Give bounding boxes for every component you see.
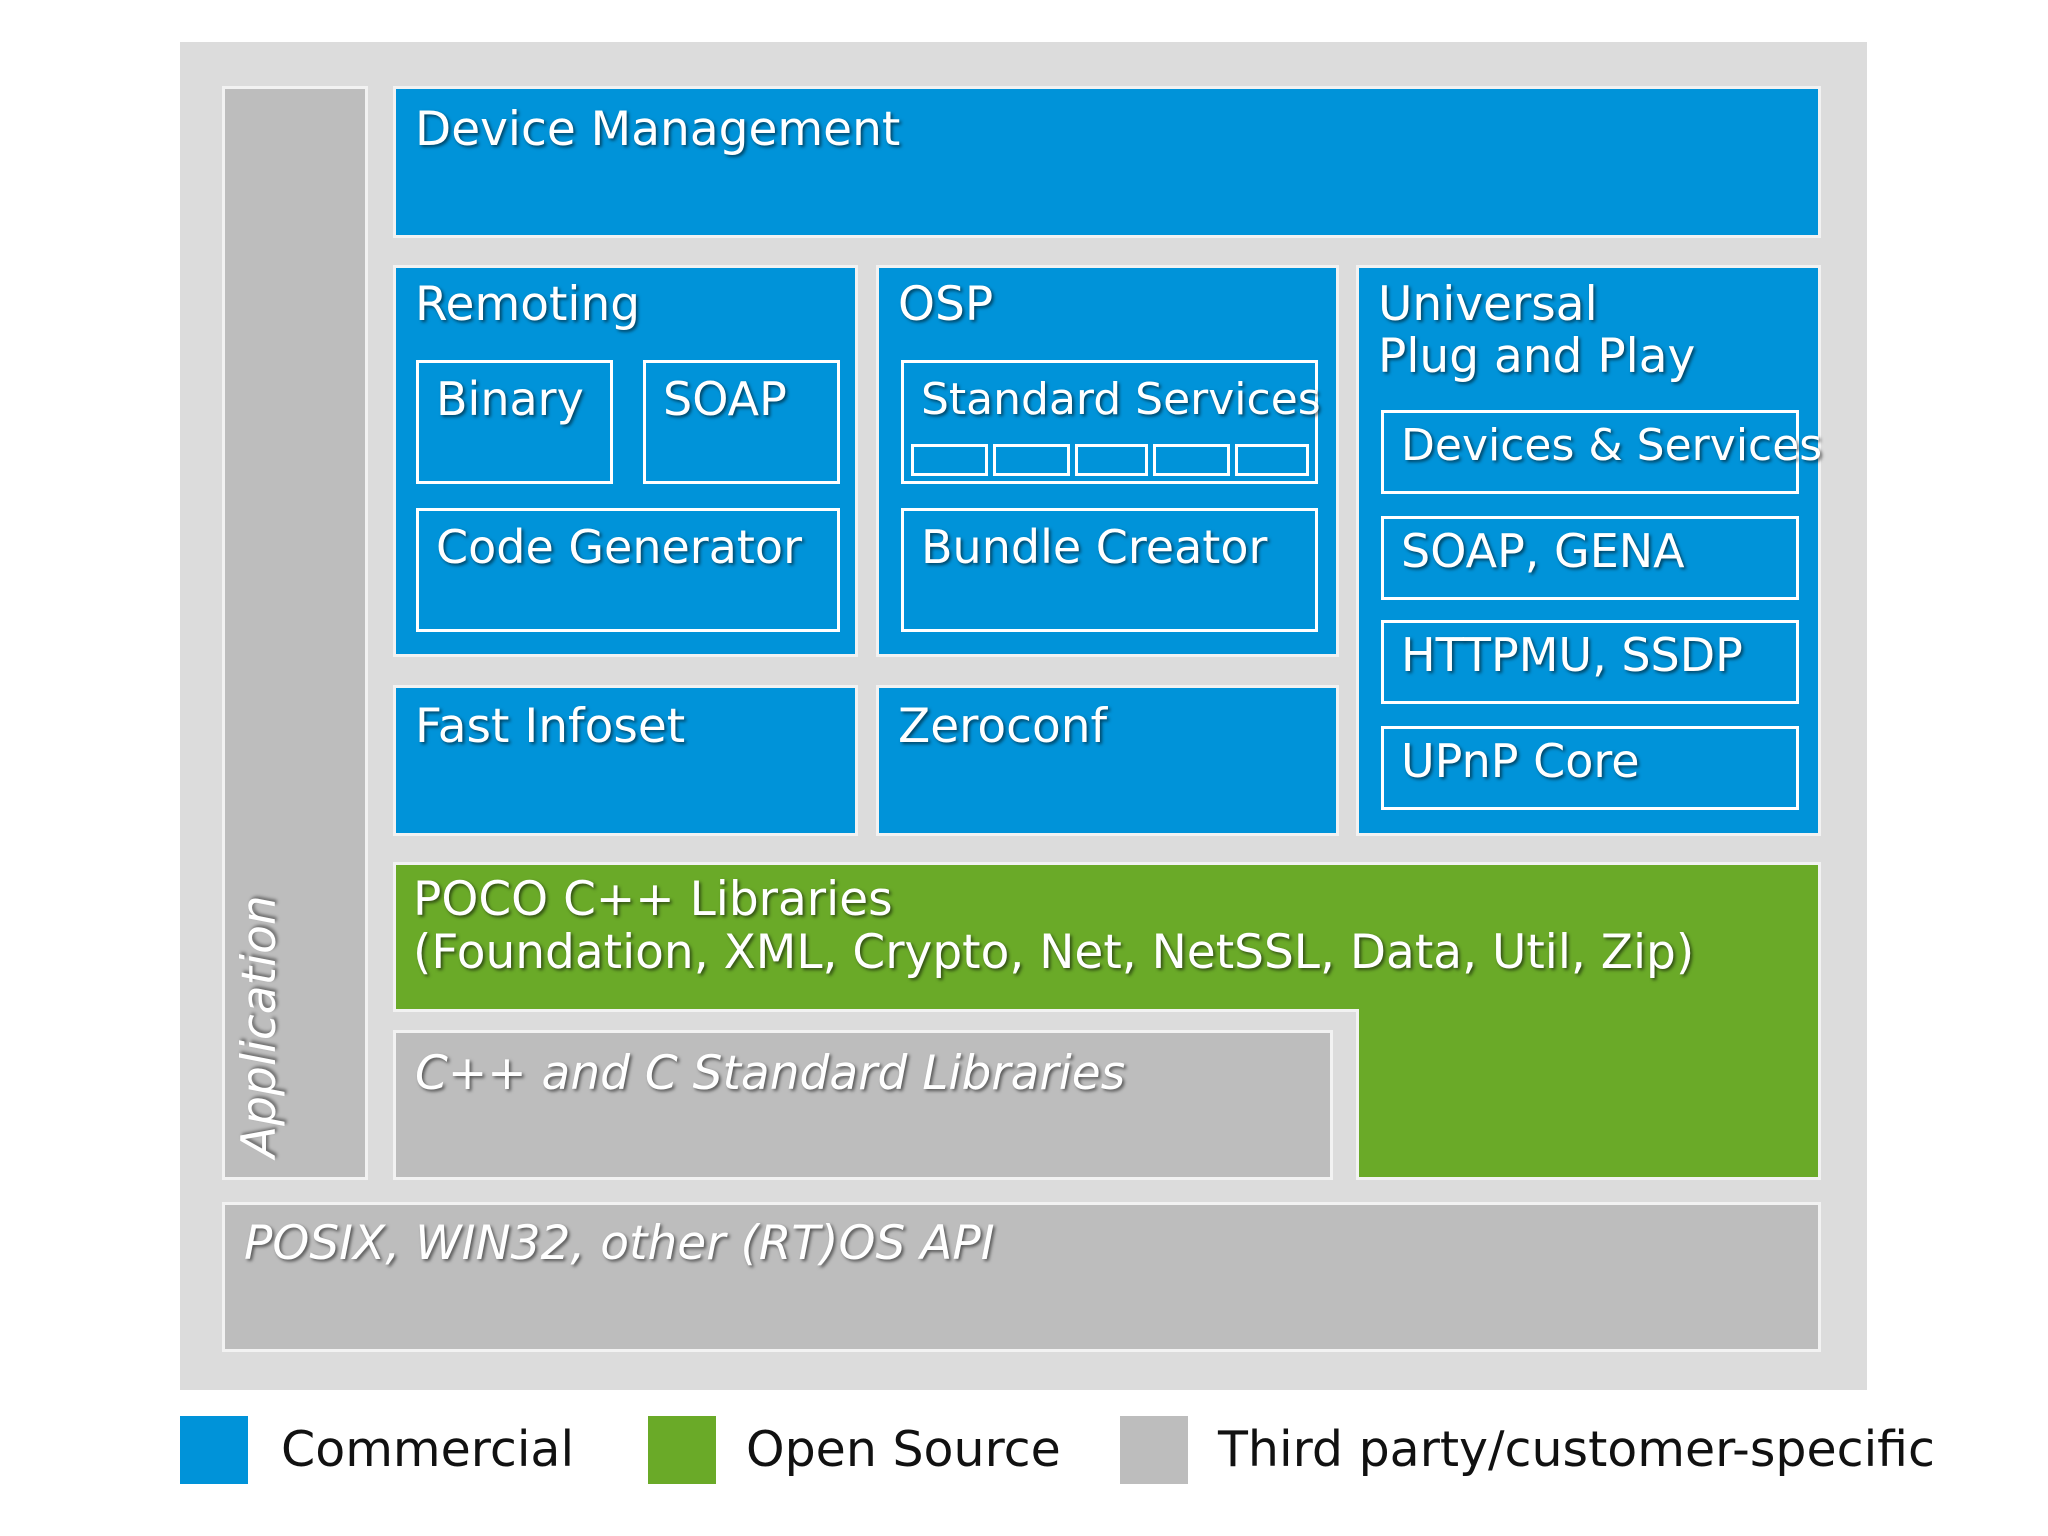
osp-block: OSP Standard Services Bundle Creator xyxy=(876,265,1339,657)
devices-services-label: Devices & Services xyxy=(1401,420,1823,471)
poco-title: POCO C++ Libraries xyxy=(413,872,893,927)
upnp-core-label: UPnP Core xyxy=(1401,734,1640,788)
application-block xyxy=(222,86,368,1180)
service-slot xyxy=(993,444,1070,476)
code-generator-label: Code Generator xyxy=(436,520,802,574)
legend-commercial-label: Commercial xyxy=(281,1421,575,1478)
poco-block xyxy=(393,862,1821,1012)
os-api-label: POSIX, WIN32, other (RT)OS API xyxy=(244,1216,995,1271)
zeroconf-block: Zeroconf xyxy=(876,685,1339,836)
service-slot xyxy=(1153,444,1230,476)
service-slot xyxy=(911,444,988,476)
device-management-block: Device Management xyxy=(393,86,1821,238)
httpmu-ssdp-box: HTTPMU, SSDP xyxy=(1381,620,1799,704)
soap-box: SOAP xyxy=(643,360,840,484)
devices-services-box: Devices & Services xyxy=(1381,410,1822,494)
standard-services-box: Standard Services xyxy=(901,360,1321,484)
application-label: Application xyxy=(232,895,287,1158)
standard-services-label: Standard Services xyxy=(921,374,1321,425)
zeroconf-label: Zeroconf xyxy=(898,699,1108,754)
fast-infoset-label: Fast Infoset xyxy=(415,699,686,754)
poco-block-extension xyxy=(1356,1009,1821,1180)
legend-open-source-swatch xyxy=(648,1416,716,1484)
soap-label: SOAP xyxy=(663,372,787,426)
legend-third-party-swatch xyxy=(1120,1416,1188,1484)
legend-commercial-swatch xyxy=(180,1416,248,1484)
httpmu-ssdp-label: HTTPMU, SSDP xyxy=(1401,628,1743,682)
service-slot xyxy=(1235,444,1309,476)
remoting-block: Remoting Binary SOAP Code Generator xyxy=(393,265,858,657)
cpp-std-block: C++ and C Standard Libraries xyxy=(393,1030,1333,1180)
osp-title: OSP xyxy=(898,277,994,332)
binary-box: Binary xyxy=(416,360,613,484)
cpp-std-label: C++ and C Standard Libraries xyxy=(415,1046,1126,1101)
device-management-label: Device Management xyxy=(415,102,901,157)
legend-open-source-label: Open Source xyxy=(746,1421,1061,1478)
service-slot xyxy=(1075,444,1148,476)
upnp-title-line1: Universal xyxy=(1378,277,1598,332)
upnp-block: Universal Plug and Play Devices & Servic… xyxy=(1356,265,1822,836)
fast-infoset-block: Fast Infoset xyxy=(393,685,858,836)
legend-third-party-label: Third party/customer-specific xyxy=(1218,1421,1935,1478)
remoting-title: Remoting xyxy=(415,277,641,332)
bundle-creator-box: Bundle Creator xyxy=(901,508,1318,632)
soap-gena-box: SOAP, GENA xyxy=(1381,516,1799,600)
poco-subtitle: (Foundation, XML, Crypto, Net, NetSSL, D… xyxy=(413,925,1695,980)
upnp-core-box: UPnP Core xyxy=(1381,726,1799,810)
bundle-creator-label: Bundle Creator xyxy=(921,520,1268,574)
binary-label: Binary xyxy=(436,372,584,426)
upnp-title-line2: Plug and Play xyxy=(1378,329,1696,384)
soap-gena-label: SOAP, GENA xyxy=(1401,524,1685,578)
code-generator-box: Code Generator xyxy=(416,508,840,632)
os-api-block: POSIX, WIN32, other (RT)OS API xyxy=(222,1202,1821,1352)
